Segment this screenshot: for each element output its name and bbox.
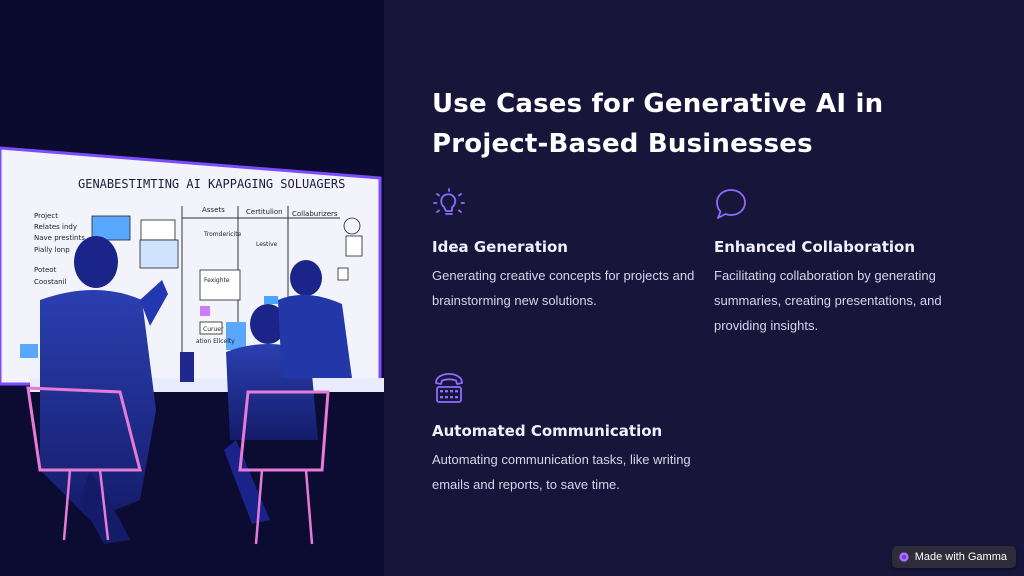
board-header-cert: Certitulion	[246, 208, 283, 216]
board-note: Relates indy	[34, 223, 77, 231]
description-line: emails and reports, to save time.	[432, 477, 620, 492]
board-note: Fexighte	[204, 277, 230, 284]
board-note: Pially lonp	[34, 246, 70, 254]
board-header-collab: Collaburizers	[292, 210, 338, 218]
description-line: brainstorming new solutions.	[432, 293, 597, 308]
page-title-line: Use Cases for Generative AI in	[432, 89, 884, 119]
board-header-assets: Assets	[202, 206, 225, 214]
use-case-idea-generation: Idea Generation Generating creative conc…	[432, 187, 702, 313]
description-line: Facilitating collaboration by generating	[714, 268, 936, 283]
board-note: Poteot	[34, 266, 57, 274]
board-note: Tromdericite	[203, 231, 242, 238]
description-line: Generating creative concepts for project…	[432, 268, 695, 283]
content-panel: Use Cases for Generative AI in Project-B…	[384, 0, 1024, 576]
board-note: ation Ellcelty	[196, 338, 235, 345]
speech-bubble-icon	[716, 189, 746, 219]
lightbulb-icon	[433, 188, 465, 215]
telephone-icon	[435, 373, 463, 403]
hero-illustration: GENABESTIMTING AI KAPPAGING SOLUAGERS As…	[0, 0, 384, 576]
made-with-gamma-badge[interactable]: Made with Gamma	[891, 546, 1016, 568]
use-case-title: Enhanced Collaboration	[714, 238, 916, 256]
use-case-automated-communication: Automated Communication Automating commu…	[432, 371, 702, 497]
description-line: summaries, creating presentations, and	[714, 293, 942, 308]
description-line: providing insights.	[714, 318, 819, 333]
board-note: Project	[34, 212, 58, 220]
use-case-description: Facilitating collaboration by generating…	[714, 263, 984, 338]
page-title: Use Cases for Generative AI in Project-B…	[432, 84, 992, 164]
board-note: Coostanil	[34, 278, 67, 286]
use-case-description: Generating creative concepts for project…	[432, 263, 702, 313]
badge-label: Made with Gamma	[914, 551, 1007, 563]
use-case-enhanced-collaboration: Enhanced Collaboration Facilitating coll…	[714, 187, 984, 338]
use-case-description: Automating communication tasks, like wri…	[432, 447, 702, 497]
use-case-title: Idea Generation	[432, 238, 568, 256]
board-note: Nave prestints	[34, 234, 85, 242]
board-note: Curuer	[203, 326, 224, 333]
office-scene-image: GENABESTIMTING AI KAPPAGING SOLUAGERS As…	[0, 0, 384, 576]
board-title: GENABESTIMTING AI KAPPAGING SOLUAGERS	[78, 177, 345, 191]
gamma-logo-icon	[899, 552, 909, 562]
use-case-title: Automated Communication	[432, 422, 663, 440]
description-line: Automating communication tasks, like wri…	[432, 452, 691, 467]
board-note: Lestive	[256, 241, 278, 248]
page-title-line: Project-Based Businesses	[432, 129, 813, 159]
